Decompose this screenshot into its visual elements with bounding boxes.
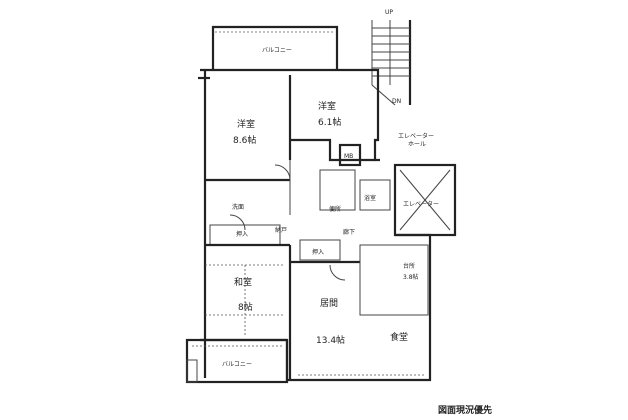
- closet-2-label: 押入: [312, 248, 324, 256]
- elevator-hall-label-2: ホール: [408, 141, 426, 148]
- storage-label: 納戸: [275, 226, 287, 234]
- stairs-up-label: UP: [385, 9, 393, 16]
- balcony-bottom: [185, 338, 289, 384]
- western-room-2-name: 洋室: [318, 100, 336, 112]
- stairs: [371, 20, 412, 106]
- bath-label: 浴室: [364, 194, 376, 202]
- western-room-2-size: 6.1帖: [318, 116, 341, 128]
- western-room-1-name: 洋室: [237, 118, 255, 130]
- caption: 図面現況優先: [438, 404, 492, 416]
- western-room-1-size: 8.6帖: [233, 134, 256, 146]
- balcony-bottom-label: バルコニー: [222, 361, 252, 368]
- stairs-dn-label: DN: [392, 98, 401, 105]
- japanese-room-size: 8帖: [238, 301, 253, 313]
- hallway-label: 廊下: [343, 228, 355, 236]
- balcony-top-label: バルコニー: [262, 47, 292, 54]
- kitchen-name: 台所: [403, 262, 415, 270]
- dining-label: 食堂: [390, 331, 408, 343]
- mb-label: MB: [344, 153, 353, 160]
- living-room-size: 13.4帖: [316, 334, 345, 346]
- elevator-label: エレベーター: [403, 200, 439, 208]
- living-room-name: 居間: [320, 298, 338, 309]
- closet-1-label: 押入: [236, 230, 248, 238]
- elevator-shaft: [393, 163, 457, 237]
- washroom-label: 洗面: [232, 203, 244, 211]
- toilet-label: 便所: [329, 205, 341, 213]
- interior-walls: [205, 75, 429, 380]
- kitchen-size: 3.8帖: [403, 273, 419, 281]
- elevator-hall-label-1: エレベーター: [398, 132, 434, 140]
- balcony-top: [211, 25, 339, 70]
- japanese-room-name: 和室: [234, 276, 252, 288]
